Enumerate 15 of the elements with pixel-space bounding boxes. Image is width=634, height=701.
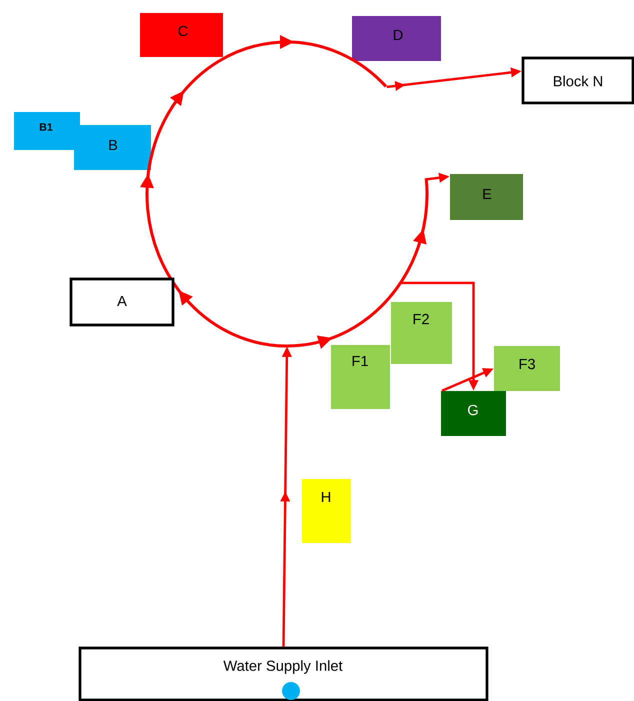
label-box: H	[302, 479, 351, 543]
label-box: F3	[494, 346, 560, 391]
label-box: F2	[391, 302, 452, 364]
label-box: F1	[331, 345, 390, 409]
block-box: A	[70, 278, 174, 326]
label-box: D	[352, 16, 441, 61]
node-label: B	[109, 140, 118, 150]
label-box: E	[450, 174, 523, 220]
label-box: B1	[14, 112, 80, 150]
block-box: Block N	[522, 56, 634, 104]
inlet-box: Water Supply Inlet	[78, 646, 488, 701]
node-label: B1	[40, 123, 53, 131]
label-box: G	[441, 391, 506, 436]
label-box: C	[140, 13, 223, 57]
label-box: B	[74, 125, 151, 170]
